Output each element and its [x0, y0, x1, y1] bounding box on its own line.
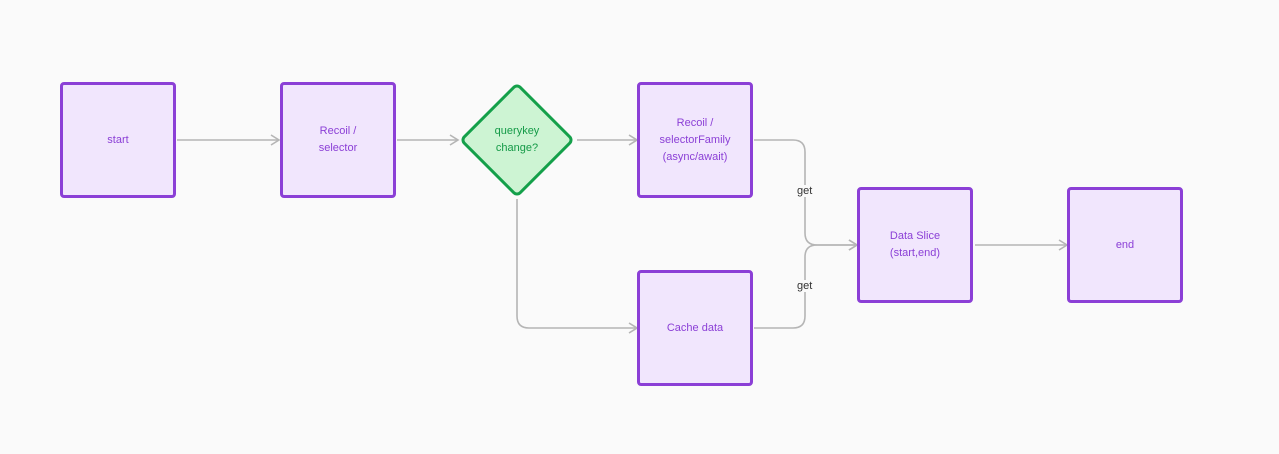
node-querykey-decision: querykey change?	[459, 82, 575, 198]
node-recoil-selectorfamily-label: Recoil / selectorFamily (async/await)	[659, 116, 731, 163]
node-start: start	[60, 82, 176, 198]
node-cache-data-label: Cache data	[666, 321, 724, 334]
edge-decision-to-cache	[516, 199, 639, 334]
node-recoil-selector-label: Recoil / selector	[318, 125, 358, 154]
node-recoil-selector: Recoil / selector	[280, 82, 396, 198]
node-start-label: start	[107, 133, 129, 146]
edge-label-get-lower: get	[795, 280, 815, 292]
edge-label-get-upper: get	[795, 185, 815, 197]
node-recoil-selectorfamily: Recoil / selectorFamily (async/await)	[637, 82, 753, 198]
node-end: end	[1067, 187, 1183, 303]
node-data-slice: Data Slice (start,end)	[857, 187, 973, 303]
node-querykey-decision-label: querykey change?	[494, 125, 540, 154]
node-data-slice-label: Data Slice (start,end)	[889, 230, 941, 259]
node-cache-data: Cache data	[637, 270, 753, 386]
node-end-label: end	[1115, 238, 1135, 251]
